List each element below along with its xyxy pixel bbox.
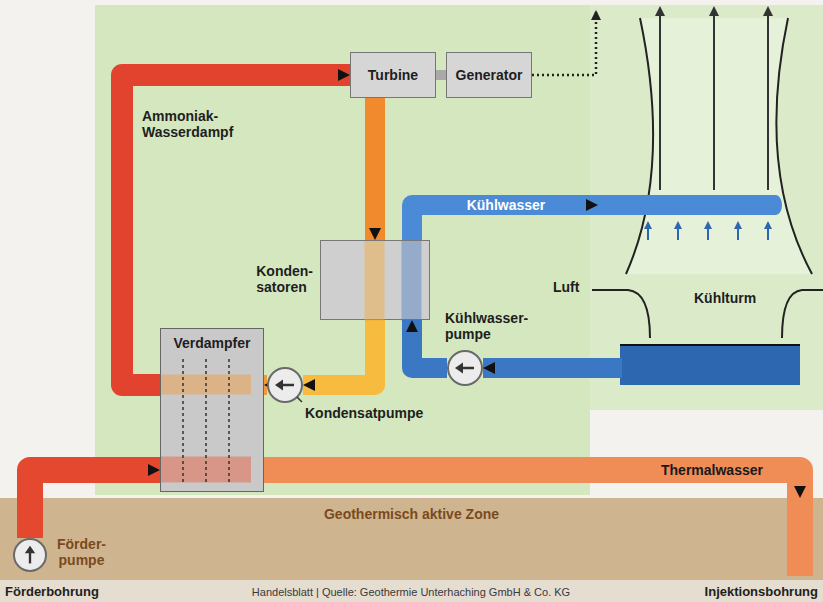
vapour-arrow: [659, 14, 661, 190]
vapour-arrow-head: [763, 6, 773, 16]
pipe-label: Kühlwasser: [465, 197, 548, 213]
pipe-connector: [365, 98, 385, 240]
pump-icon: [449, 352, 481, 384]
evaporator-inside: [161, 329, 251, 493]
node-text: Förder- pumpe: [57, 536, 106, 568]
pump-symbol: Förder- pumpe: [13, 538, 47, 572]
flow-arrow-head: [275, 380, 283, 391]
pipe-connector: [412, 320, 447, 368]
pipe-connector: [303, 320, 375, 385]
air-inlet: [782, 290, 823, 338]
tower-drawing: [598, 12, 823, 410]
spray-arrow-head: [674, 221, 682, 229]
flow-arrow-head: [25, 546, 35, 554]
turbine-box: Turbine: [350, 52, 436, 98]
spray-arrow-head: [764, 221, 772, 229]
vapour-arrow-head: [709, 6, 719, 16]
basin-edge: [620, 344, 800, 346]
air-inlet: [592, 290, 650, 338]
node-text: Konden- satoren: [256, 263, 313, 295]
node-text: Generator: [456, 67, 523, 83]
tower-shell: [776, 18, 812, 274]
node-text: Kühlturm: [694, 290, 756, 306]
leader-line: [297, 397, 302, 402]
pipe-connector: [30, 470, 160, 538]
evaporator-box: Verdampfer: [160, 328, 264, 492]
ground-strip: [0, 580, 823, 602]
spray-arrow-head: [644, 221, 652, 229]
node-text: Verdampfer: [161, 335, 263, 351]
source-credit: Handelsblatt | Quelle: Geothermie Unterh…: [252, 586, 570, 599]
pump-symbol: Kühlwasser- pumpe: [447, 350, 483, 386]
ammonia-pass: [365, 241, 385, 321]
vapour-arrow-head: [655, 6, 665, 16]
pipe-connector: [483, 358, 598, 378]
flow-arrow-head: [455, 363, 463, 374]
heat-exchanger-tube: [228, 359, 230, 485]
condenser-inside: [321, 241, 431, 321]
node-text: Kondensatpumpe: [305, 405, 423, 421]
pipe-connector: [122, 75, 350, 385]
plant-area: [95, 5, 590, 495]
spray-arrow-head: [734, 221, 742, 229]
condenser-box: Konden- satoren: [320, 240, 430, 320]
well-label: Förderbohrung: [5, 584, 99, 599]
cooling-pass: [402, 241, 422, 321]
pump-icon: [269, 369, 301, 401]
heat-exchanger-tube: [182, 359, 184, 485]
heat-exchanger-tube: [205, 359, 207, 485]
injection-well-pipe: [787, 490, 813, 576]
well-label: Injektionsbohrung: [705, 584, 818, 599]
node-text: Kühlwasser- pumpe: [445, 310, 528, 342]
node-text: Geothermisch aktive Zone: [0, 506, 823, 522]
power-line: [532, 10, 596, 75]
vapour-arrow: [767, 14, 769, 190]
spray-pipe: [598, 195, 782, 215]
pipe-label: Thermalwasser: [659, 462, 765, 478]
node-text: Turbine: [368, 67, 418, 83]
pump-symbol: Kondensatpumpe: [267, 367, 303, 403]
basin-outlet: [598, 358, 622, 378]
cooling-tower: Kühlturm: [598, 12, 823, 410]
tower-shell-fill: [626, 18, 812, 274]
pipe-connector: [436, 70, 446, 80]
spray-arrow-head: [704, 221, 712, 229]
ground-band: [0, 498, 823, 580]
tower-area: [590, 5, 823, 410]
pump-icon: [15, 540, 45, 570]
tower-shell: [626, 18, 653, 274]
generator-box: Generator: [446, 52, 532, 98]
water-basin: [620, 345, 800, 385]
pipe-label: Ammoniak- Wasserdampf: [140, 108, 235, 140]
vapour-arrow: [713, 14, 715, 190]
air-label: Luft: [553, 279, 579, 295]
